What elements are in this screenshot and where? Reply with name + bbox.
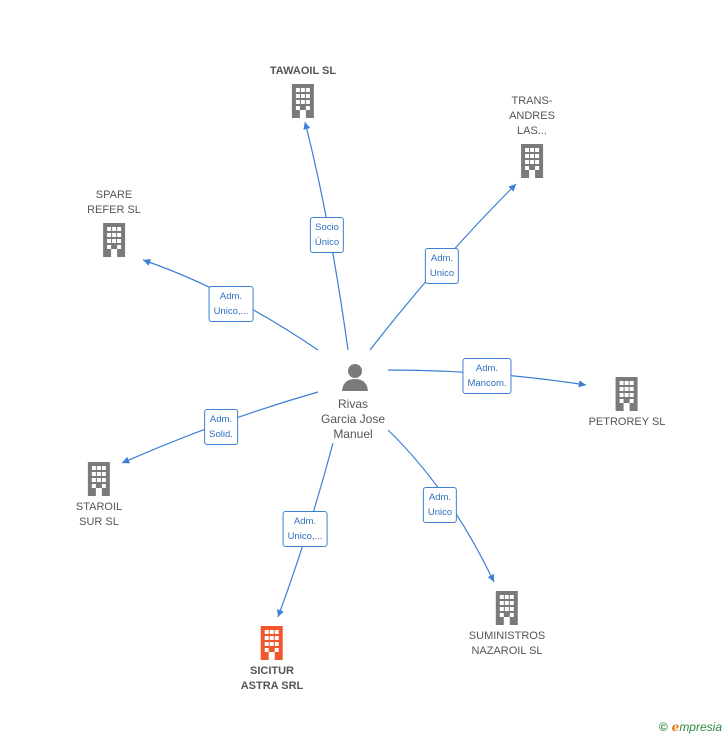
company-label[interactable]: PETROREY SL (588, 416, 666, 428)
relation-label-tawaoil: Socio Único (309, 217, 345, 253)
company-transandres[interactable]: TRANS- ANDRES LAS... (509, 94, 555, 178)
company-spare[interactable]: SPARE REFER SL (87, 188, 141, 257)
copyright-symbol: © (658, 720, 668, 734)
company-label[interactable]: SPARE REFER SL (87, 189, 141, 216)
person-node[interactable] (340, 362, 370, 392)
building-icon (260, 626, 283, 660)
company-staroil[interactable]: STAROIL SUR SL (76, 462, 122, 530)
company-sicitur[interactable]: SICITUR ASTRA SRL (240, 626, 304, 694)
relation-label-spare: Adm. Unico,... (208, 286, 254, 322)
building-icon (615, 377, 638, 411)
relation-label-staroil: Adm. Solid. (204, 409, 238, 445)
relation-label-petrorey: Adm. Mancom. (462, 358, 512, 394)
company-tawaoil[interactable]: TAWAOIL SL (270, 64, 336, 118)
footer-brand[interactable]: ©empresia (659, 720, 722, 734)
building-icon (521, 144, 543, 178)
person-name[interactable]: Rivas Garcia Jose Manuel (320, 397, 386, 441)
building-icon (496, 591, 518, 625)
company-label[interactable]: SICITUR ASTRA SRL (240, 665, 304, 692)
relation-label-transandres: Adm. Unico (424, 248, 460, 284)
brand-logo: empresia (671, 720, 722, 734)
company-petrorey[interactable]: PETROREY SL (588, 377, 666, 430)
company-suministros[interactable]: SUMINISTROS NAZAROIL SL (469, 591, 545, 659)
building-icon (292, 84, 314, 118)
relation-label-suministros: Adm. Unico (422, 487, 458, 523)
company-label[interactable]: STAROIL SUR SL (75, 501, 123, 528)
company-label[interactable]: SUMINISTROS NAZAROIL SL (468, 630, 546, 657)
building-icon (102, 223, 125, 257)
company-label[interactable]: TAWAOIL SL (269, 65, 337, 77)
relation-label-sicitur: Adm. Unico,... (282, 511, 328, 547)
company-label[interactable]: TRANS- ANDRES LAS... (509, 95, 555, 137)
building-icon (87, 462, 110, 496)
person-icon (342, 364, 368, 391)
